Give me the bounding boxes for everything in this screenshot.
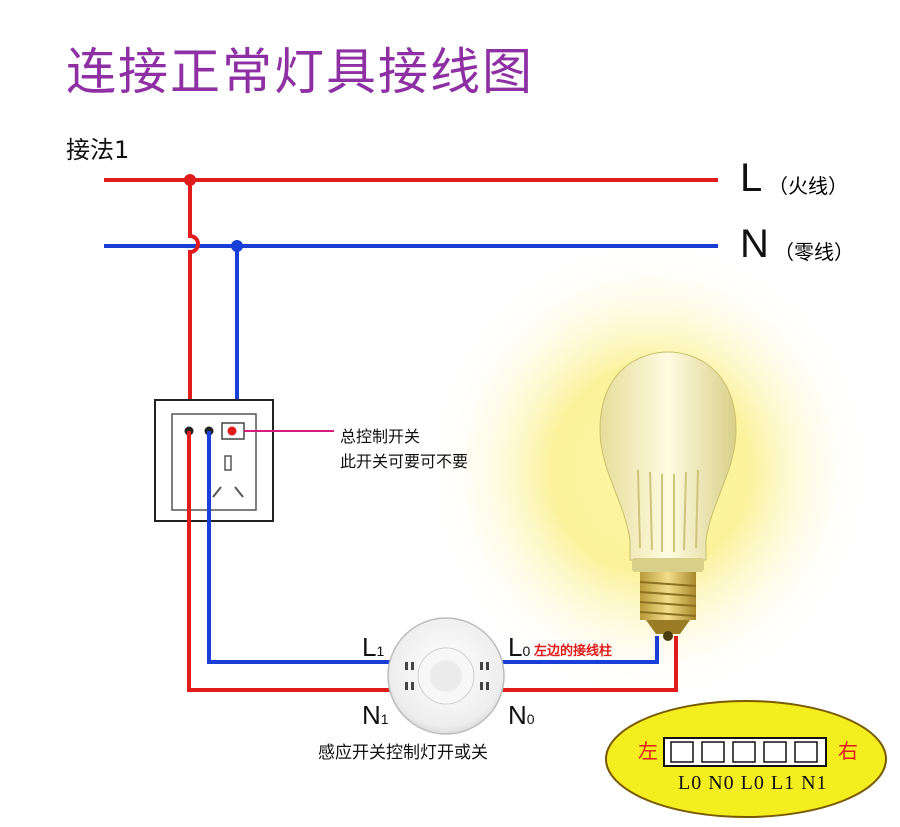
board-pin: L0 [740, 772, 765, 794]
wall-socket [154, 399, 274, 522]
terminal-l0: L0 [508, 632, 531, 662]
board-pin: L1 [770, 772, 796, 794]
method-label: 接法1 [66, 136, 130, 164]
switch-note-line1: 总控制开关 [340, 427, 421, 446]
live-line-letter: L [740, 156, 763, 200]
l0-wire [496, 636, 659, 664]
left-post-note: 左边的接线柱 [534, 644, 613, 659]
board-pin: N0 [708, 772, 735, 794]
n0-wire [496, 636, 678, 692]
terminal-n0: N0 [508, 700, 535, 730]
board-pin: N1 [801, 772, 828, 794]
terminal-n1: N1 [362, 700, 389, 730]
light-bulb [599, 351, 737, 641]
page-title: 连接正常灯具接线图 [66, 43, 534, 101]
board-right-label: 右 [838, 739, 858, 763]
switch-note-line2: 此开关可要可不要 [340, 452, 469, 471]
board-pin: L0 [678, 772, 703, 794]
motion-sensor [387, 617, 505, 735]
neutral-line-letter: N [740, 222, 769, 266]
live-drop-wire [188, 180, 200, 426]
terminal-l1: L1 [362, 632, 385, 662]
live-line-note: （火线） [768, 174, 848, 198]
neutral-line-note: （零线） [774, 240, 854, 264]
live-line [104, 174, 718, 186]
board-left-label: 左 [638, 739, 658, 763]
terminal-board [605, 700, 887, 818]
l1-wire [207, 431, 398, 664]
live-to-sensor-wire [187, 431, 398, 692]
sensor-caption: 感应开关控制灯开或关 [318, 743, 488, 763]
